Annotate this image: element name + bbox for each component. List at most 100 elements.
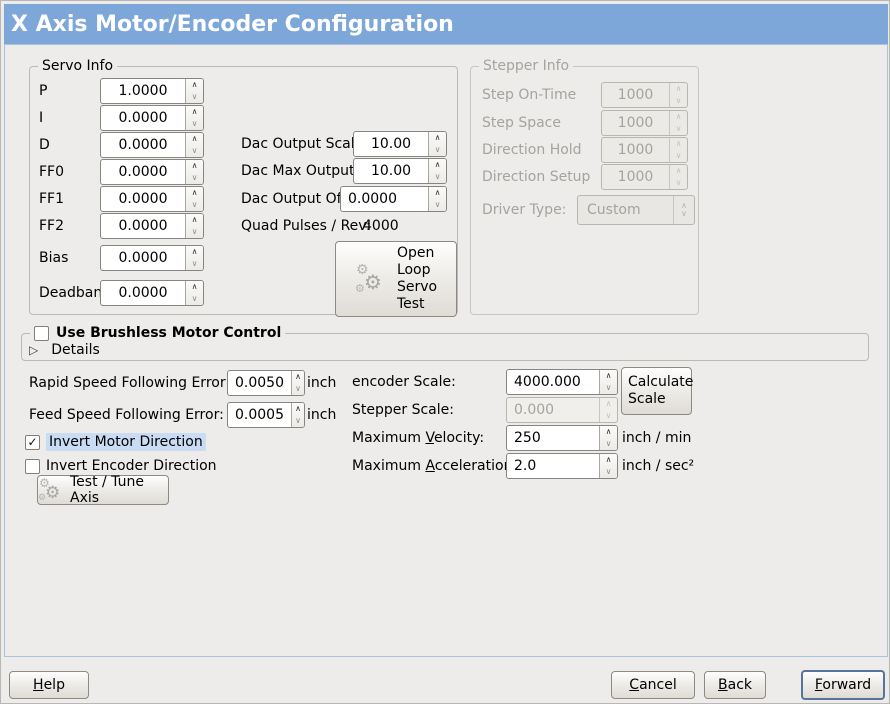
max-acceleration-spinbox[interactable]: 2.0 ∧ ∨ xyxy=(506,453,618,479)
p-label: P xyxy=(39,83,48,99)
spin-down-icon[interactable]: ∨ xyxy=(605,467,612,476)
dac-max-output-label: Dac Max Output: xyxy=(241,163,360,179)
spin-up-icon[interactable]: ∧ xyxy=(605,455,612,464)
spin-up-icon[interactable]: ∧ xyxy=(191,188,198,197)
dac-output-scale-spinbox[interactable]: 10.00 ∧ ∨ xyxy=(353,131,447,157)
spin-up-icon[interactable]: ∧ xyxy=(191,80,198,89)
feed-following-error-spinbox[interactable]: 0.0005 ∧ ∨ xyxy=(227,402,305,428)
spin-down-icon[interactable]: ∨ xyxy=(191,119,198,128)
p-value[interactable]: 1.0000 xyxy=(118,83,168,99)
bias-value[interactable]: 0.0000 xyxy=(118,250,168,266)
stepper-scale-value: 0.000 xyxy=(514,402,555,418)
spin-down-icon[interactable]: ∨ xyxy=(434,172,441,181)
spin-down-icon[interactable]: ∨ xyxy=(191,200,198,209)
spin-down-icon[interactable]: ∨ xyxy=(295,416,301,425)
open-loop-servo-test-button[interactable]: ⚙⚙⚙ Open Loop Servo Test xyxy=(335,241,457,317)
i-spinbox[interactable]: 0.0000 ∧ ∨ xyxy=(100,105,204,131)
dac-max-output-spinbox[interactable]: 10.00 ∧ ∨ xyxy=(353,158,447,184)
step-space-label: Step Space xyxy=(482,115,561,131)
spin-down-icon[interactable]: ∨ xyxy=(191,227,198,236)
max-velocity-unit: inch / min xyxy=(622,430,692,446)
details-label: Details xyxy=(51,342,100,358)
ff2-spinbox[interactable]: 0.0000 ∧ ∨ xyxy=(100,213,204,239)
invert-motor-checkbox[interactable]: ✓ xyxy=(25,434,40,450)
spin-up-icon: ∧ xyxy=(675,112,682,121)
rapid-following-error-label: Rapid Speed Following Error: xyxy=(29,375,231,391)
direction-hold-spinbox: 1000 ∧∨ xyxy=(601,137,688,163)
deadband-label: Deadband xyxy=(39,285,112,301)
rapid-following-error-spinbox[interactable]: 0.0050 ∧ ∨ xyxy=(227,370,305,396)
spin-up-icon[interactable]: ∧ xyxy=(191,161,198,170)
spin-down-icon[interactable]: ∨ xyxy=(434,145,441,154)
cancel-button[interactable]: Cancel xyxy=(611,671,695,699)
invert-motor-label[interactable]: Invert Motor Direction xyxy=(46,433,206,451)
encoder-scale-spinbox[interactable]: 4000.000 ∧ ∨ xyxy=(506,369,618,395)
spin-up-icon[interactable]: ∧ xyxy=(434,160,441,169)
spin-down-icon[interactable]: ∨ xyxy=(191,259,198,268)
details-expander[interactable]: ▷ Details xyxy=(29,339,100,361)
use-brushless-checkbox[interactable] xyxy=(34,325,49,341)
max-velocity-value[interactable]: 250 xyxy=(514,430,541,446)
calculate-scale-button[interactable]: Calculate Scale xyxy=(621,367,693,415)
spin-up-icon[interactable]: ∧ xyxy=(605,371,612,380)
encoder-scale-value[interactable]: 4000.000 xyxy=(514,374,581,390)
max-acceleration-value[interactable]: 2.0 xyxy=(514,458,537,474)
spin-up-icon[interactable]: ∧ xyxy=(191,282,198,291)
ff0-value[interactable]: 0.0000 xyxy=(118,164,168,180)
spin-up-icon[interactable]: ∧ xyxy=(191,107,198,116)
ff0-label: FF0 xyxy=(39,164,65,180)
direction-hold-value: 1000 xyxy=(617,142,654,158)
spin-up-icon[interactable]: ∧ xyxy=(434,133,441,142)
bias-spinbox[interactable]: 0.0000 ∧ ∨ xyxy=(100,245,204,271)
max-velocity-spinbox[interactable]: 250 ∧ ∨ xyxy=(506,425,618,451)
spin-up-icon[interactable]: ∧ xyxy=(191,215,198,224)
spin-down-icon[interactable]: ∨ xyxy=(605,439,612,448)
step-on-time-label: Step On-Time xyxy=(482,87,577,103)
spin-up-icon[interactable]: ∧ xyxy=(295,372,301,381)
rapid-following-error-value[interactable]: 0.0050 xyxy=(235,375,284,391)
spin-up-icon[interactable]: ∧ xyxy=(191,247,198,256)
spin-down-icon[interactable]: ∨ xyxy=(191,294,198,303)
feed-following-error-value[interactable]: 0.0005 xyxy=(235,407,284,423)
help-button[interactable]: Help xyxy=(9,671,89,699)
spin-down-icon[interactable]: ∨ xyxy=(434,200,441,209)
expander-triangle-icon[interactable]: ▷ xyxy=(29,343,39,357)
deadband-spinbox[interactable]: 0.0000 ∧ ∨ xyxy=(100,280,204,306)
i-value[interactable]: 0.0000 xyxy=(118,110,168,126)
spin-up-icon: ∧ xyxy=(675,84,682,93)
ff2-value[interactable]: 0.0000 xyxy=(118,218,168,234)
stepper-scale-label: Stepper Scale: xyxy=(352,402,454,418)
dac-output-offset-spinbox[interactable]: 0.0000 ∧ ∨ xyxy=(340,186,447,212)
dac-output-scale-value[interactable]: 10.00 xyxy=(370,136,412,152)
spin-up-icon[interactable]: ∧ xyxy=(295,404,301,413)
spin-down-icon[interactable]: ∨ xyxy=(191,173,198,182)
forward-button[interactable]: Forward xyxy=(801,670,885,700)
back-button[interactable]: Back xyxy=(704,671,766,699)
deadband-value[interactable]: 0.0000 xyxy=(118,285,168,301)
spin-down-icon[interactable]: ∨ xyxy=(191,92,198,101)
page-title-text: X Axis Motor/Encoder Configuration xyxy=(11,11,454,37)
invert-motor-direction-row[interactable]: ✓ Invert Motor Direction xyxy=(25,431,206,453)
invert-encoder-label[interactable]: Invert Encoder Direction xyxy=(46,458,217,474)
d-value[interactable]: 0.0000 xyxy=(118,137,168,153)
p-spinbox[interactable]: 1.0000 ∧ ∨ xyxy=(100,78,204,104)
spin-up-icon[interactable]: ∧ xyxy=(191,134,198,143)
d-spinbox[interactable]: 0.0000 ∧ ∨ xyxy=(100,132,204,158)
spin-up-icon[interactable]: ∧ xyxy=(434,188,441,197)
dac-max-output-value[interactable]: 10.00 xyxy=(370,163,412,179)
invert-encoder-checkbox[interactable] xyxy=(25,458,40,474)
ff0-spinbox[interactable]: 0.0000 ∧ ∨ xyxy=(100,159,204,185)
bias-label: Bias xyxy=(39,250,69,266)
spin-down-icon[interactable]: ∨ xyxy=(605,383,612,392)
ff1-spinbox[interactable]: 0.0000 ∧ ∨ xyxy=(100,186,204,212)
invert-encoder-direction-row[interactable]: Invert Encoder Direction xyxy=(25,455,217,477)
direction-hold-label: Direction Hold xyxy=(482,142,582,158)
spin-up-icon[interactable]: ∧ xyxy=(605,427,612,436)
test-tune-axis-button[interactable]: ⚙⚙⚙ Test / Tune Axis xyxy=(37,474,169,506)
spin-down-icon[interactable]: ∨ xyxy=(295,384,301,393)
dac-output-offset-value[interactable]: 0.0000 xyxy=(348,191,397,207)
encoder-scale-label: encoder Scale: xyxy=(352,374,456,390)
spin-down-icon[interactable]: ∨ xyxy=(191,146,198,155)
ff1-value[interactable]: 0.0000 xyxy=(118,191,168,207)
step-on-time-spinbox: 1000 ∧∨ xyxy=(601,82,688,108)
